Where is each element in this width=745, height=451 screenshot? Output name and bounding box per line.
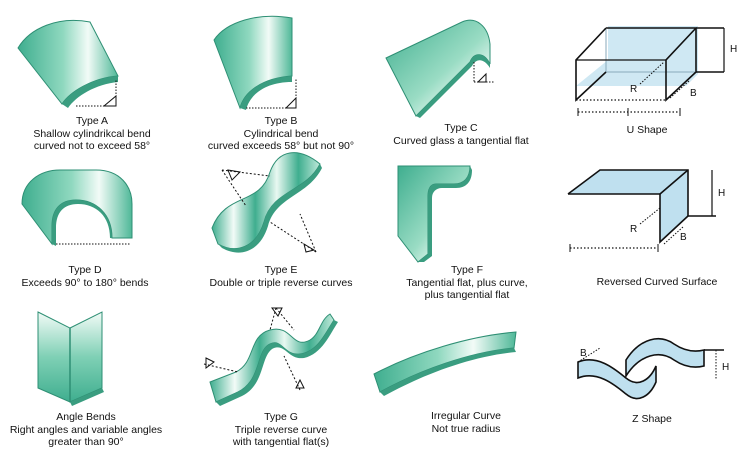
type-g-desc-1: Triple reverse curve — [234, 423, 328, 436]
type-e-desc-1: Double or triple reverse curves — [209, 276, 353, 289]
u-shape-b-label: B — [690, 88, 697, 99]
type-e-title: Type E — [264, 264, 298, 276]
type-f-title: Type F — [450, 264, 484, 276]
type-g-title: Type G — [264, 411, 298, 423]
type-b-title: Type B — [264, 115, 298, 127]
type-c-caption: Type C Curved glass a tangential flat — [393, 122, 528, 147]
reversed-curved-surface-caption: Reversed Curved Surface — [597, 276, 718, 289]
angle-bends-desc-2: greater than 90° — [48, 436, 124, 448]
u-shape-title: U Shape — [626, 124, 668, 136]
type-a-figure — [17, 19, 119, 108]
type-b-figure — [213, 15, 297, 110]
type-a-caption: Type A Shallow cylindrikcal bend curved … — [33, 115, 150, 153]
type-b-desc-2: curved exceeds 58° but not 90° — [207, 140, 355, 152]
type-a-desc-1: Shallow cylindrikcal bend — [33, 127, 151, 140]
type-g-desc-2: with tangential flat(s) — [232, 436, 330, 448]
type-d-caption: Type D Exceeds 90° to 180° bends — [22, 264, 149, 289]
reversed-b-label: B — [680, 232, 687, 243]
angle-bends-title: Angle Bends — [56, 411, 116, 423]
type-b-desc-1: Cylindrical bend — [243, 127, 319, 140]
type-c-figure — [385, 19, 494, 118]
type-f-figure — [397, 165, 472, 263]
type-d-desc-1: Exceeds 90° to 180° bends — [21, 276, 149, 289]
type-e-caption: Type E Double or triple reverse curves — [210, 264, 353, 289]
angle-bends-desc-1: Right angles and variable angles — [9, 423, 163, 436]
u-shape-r-label: R — [630, 84, 637, 95]
reversed-r-label: R — [630, 224, 637, 235]
u-shape-caption: U Shape — [627, 124, 668, 137]
type-d-figure — [21, 169, 133, 246]
type-b-caption: Type B Cylindrical bend curved exceeds 5… — [208, 115, 354, 153]
irregular-curve-title: Irregular Curve — [430, 410, 502, 422]
type-g-figure — [203, 307, 338, 406]
type-f-caption: Type F Tangential flat, plus curve, plus… — [406, 264, 527, 302]
u-shape-h-label: H — [730, 44, 737, 55]
type-f-desc-2: plus tangential flat — [424, 289, 510, 301]
irregular-curve-caption: Irregular Curve Not true radius — [431, 410, 501, 435]
reversed-curved-surface-figure — [567, 169, 716, 252]
type-e-figure — [211, 152, 322, 253]
type-d-title: Type D — [68, 264, 102, 276]
type-a-desc-2: curved not to exceed 58° — [33, 140, 151, 152]
type-f-desc-1: Tangential flat, plus curve, — [406, 276, 528, 289]
u-shape-figure — [575, 26, 725, 116]
type-g-caption: Type G Triple reverse curve with tangent… — [233, 411, 329, 449]
z-shape-b-label: B — [580, 348, 587, 359]
z-shape-caption: Z Shape — [632, 413, 672, 426]
z-shape-h-label: H — [722, 362, 729, 373]
type-c-title: Type C — [444, 122, 478, 134]
irregular-curve-figure — [373, 331, 517, 396]
irregular-curve-desc-1: Not true radius — [431, 422, 501, 435]
reversed-h-label: H — [718, 188, 725, 199]
z-shape-title: Z Shape — [632, 413, 672, 425]
angle-bends-caption: Angle Bends Right angles and variable an… — [10, 411, 162, 449]
type-c-desc-1: Curved glass a tangential flat — [393, 134, 529, 147]
type-a-title: Type A — [75, 115, 109, 127]
angle-bends-figure — [37, 311, 104, 406]
reversed-curved-surface-title: Reversed Curved Surface — [596, 276, 718, 288]
z-shape-figure — [577, 338, 724, 400]
